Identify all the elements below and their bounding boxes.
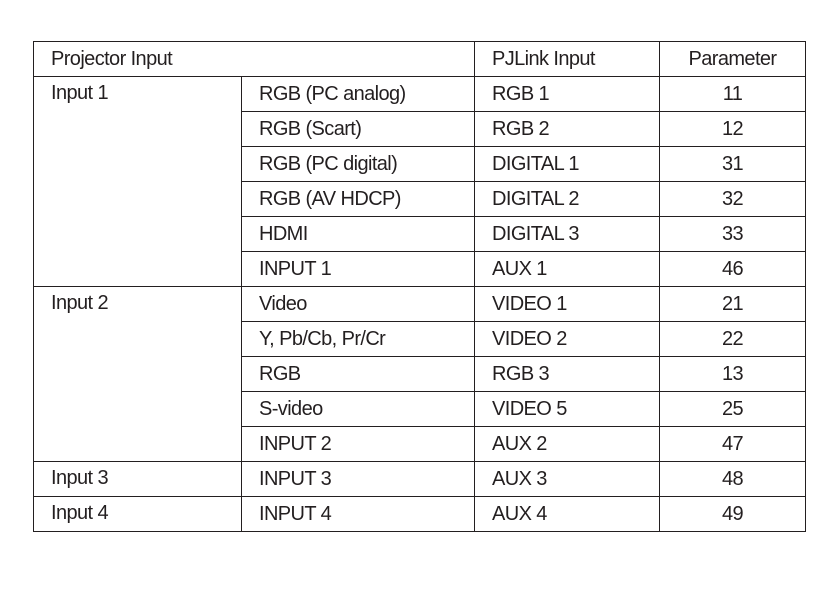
parameter-cell: 13 xyxy=(659,356,807,392)
source-cell: RGB (PC analog) xyxy=(240,76,476,112)
parameter-cell: 31 xyxy=(659,146,807,182)
source-cell: INPUT 3 xyxy=(240,461,476,497)
pjlink-input-cell: AUX 3 xyxy=(474,461,661,497)
parameter-cell: 47 xyxy=(659,426,807,462)
pjlink-input-table: Projector Input PJLink Input Parameter I… xyxy=(32,41,807,532)
header-pjlink-input: PJLink Input xyxy=(474,41,661,77)
projector-input-group: Input 2 xyxy=(33,286,242,462)
parameter-cell: 32 xyxy=(659,181,807,217)
source-cell: RGB (PC digital) xyxy=(240,146,476,182)
projector-input-group: Input 4 xyxy=(33,496,242,532)
source-cell: INPUT 4 xyxy=(240,496,476,532)
parameter-cell: 25 xyxy=(659,391,807,427)
source-cell: RGB (Scart) xyxy=(240,111,476,147)
pjlink-input-cell: DIGITAL 2 xyxy=(474,181,661,217)
parameter-cell: 22 xyxy=(659,321,807,357)
parameter-cell: 33 xyxy=(659,216,807,252)
parameter-cell: 49 xyxy=(659,496,807,532)
source-cell: Y, Pb/Cb, Pr/Cr xyxy=(240,321,476,357)
pjlink-input-cell: VIDEO 1 xyxy=(474,286,661,322)
table-header-row: Projector Input PJLink Input Parameter xyxy=(32,41,807,77)
source-cell: S-video xyxy=(240,391,476,427)
source-cell: INPUT 1 xyxy=(240,251,476,287)
pjlink-input-cell: RGB 2 xyxy=(474,111,661,147)
pjlink-input-cell: DIGITAL 3 xyxy=(474,216,661,252)
header-projector-input: Projector Input xyxy=(32,41,476,77)
pjlink-input-cell: AUX 2 xyxy=(474,426,661,462)
pjlink-input-cell: AUX 1 xyxy=(474,251,661,287)
pjlink-input-cell: AUX 4 xyxy=(474,496,661,532)
pjlink-input-cell: VIDEO 2 xyxy=(474,321,661,357)
pjlink-input-cell: RGB 3 xyxy=(474,356,661,392)
projector-input-group: Input 3 xyxy=(33,461,242,497)
parameter-cell: 46 xyxy=(659,251,807,287)
pjlink-input-cell: VIDEO 5 xyxy=(474,391,661,427)
parameter-cell: 12 xyxy=(659,111,807,147)
source-cell: Video xyxy=(240,286,476,322)
parameter-cell: 21 xyxy=(659,286,807,322)
source-cell: RGB (AV HDCP) xyxy=(240,181,476,217)
parameter-cell: 48 xyxy=(659,461,807,497)
parameter-cell: 11 xyxy=(659,76,807,112)
source-cell: HDMI xyxy=(240,216,476,252)
header-parameter: Parameter xyxy=(659,41,807,77)
pjlink-input-cell: DIGITAL 1 xyxy=(474,146,661,182)
source-cell: RGB xyxy=(240,356,476,392)
projector-input-group: Input 1 xyxy=(33,76,242,287)
source-cell: INPUT 2 xyxy=(240,426,476,462)
pjlink-input-cell: RGB 1 xyxy=(474,76,661,112)
